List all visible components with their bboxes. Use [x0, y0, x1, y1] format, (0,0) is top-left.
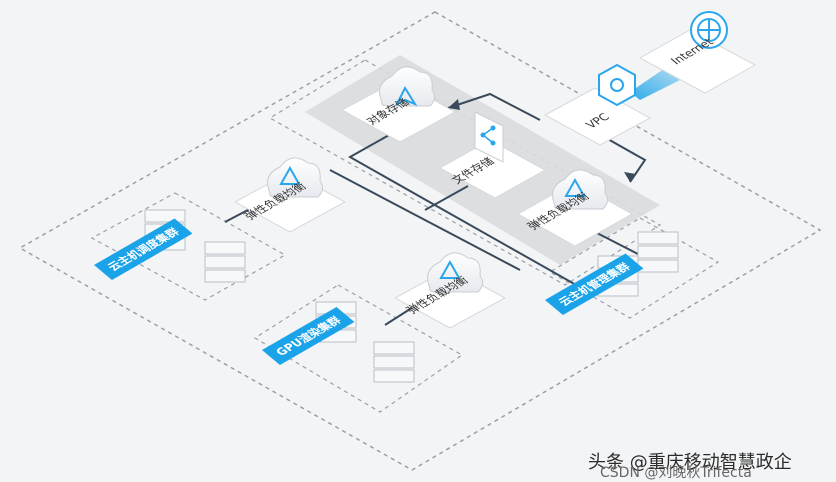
watermark-secondary: CSDN @刘晚秋Trifecta	[600, 465, 752, 481]
vpc-icon	[598, 63, 636, 107]
internet-tile	[638, 11, 757, 94]
arrowheads	[448, 99, 636, 182]
server-icon	[204, 241, 246, 283]
cloud-icon	[379, 66, 436, 107]
scheduling-cluster-boundary	[90, 192, 287, 301]
server-icon	[373, 341, 415, 383]
object-storage-tile	[340, 66, 457, 143]
load-balancer-icon	[564, 177, 586, 197]
lb-main-tile	[516, 169, 634, 247]
vpc-tile	[543, 63, 652, 146]
folder-icon	[474, 111, 504, 163]
server-icon	[637, 231, 679, 273]
file-storage-tile	[438, 111, 547, 199]
watermark-primary: 头条 @重庆移动智慧政企	[588, 452, 792, 473]
gpu-cluster-boundary	[253, 284, 464, 413]
load-balancer-icon	[279, 165, 301, 185]
lb-left-tile	[233, 157, 347, 233]
lb-center-tile	[393, 252, 507, 329]
management-cluster-boundary	[548, 217, 720, 319]
outer-boundary	[18, 11, 822, 471]
load-balancer-icon	[439, 259, 461, 279]
